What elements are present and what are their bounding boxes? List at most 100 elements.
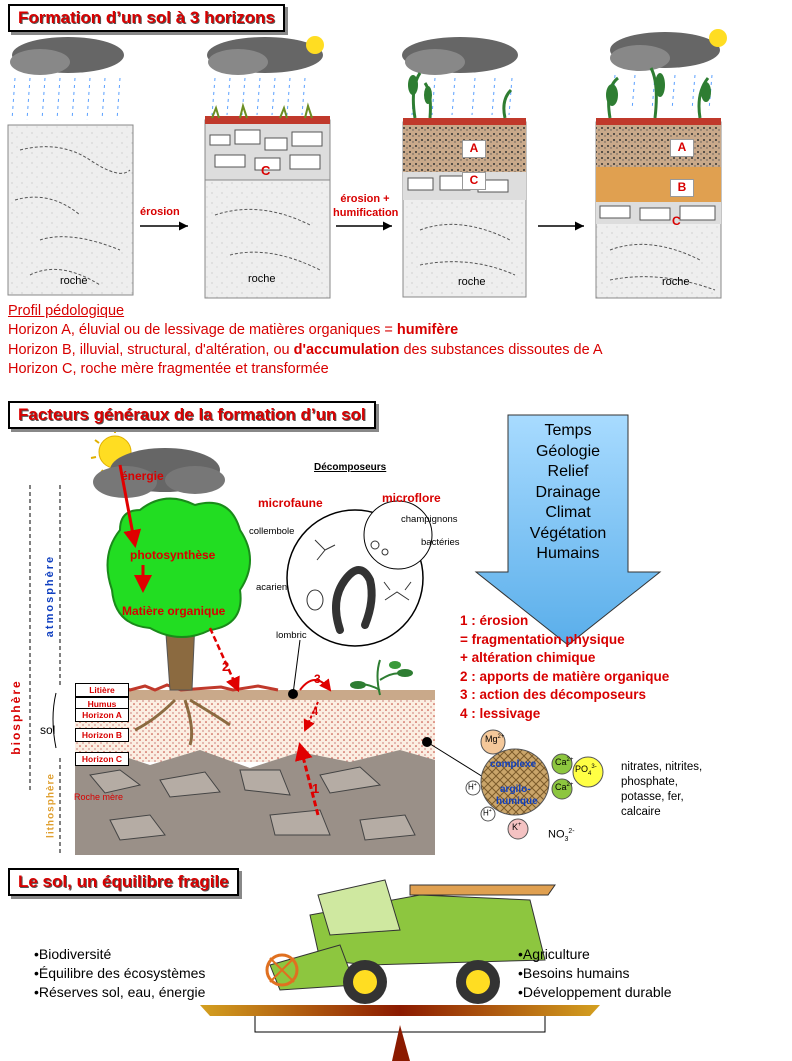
section3-title: Le sol, un équilibre fragile xyxy=(8,868,239,896)
panel-1 xyxy=(7,37,134,296)
ion-ca-1-sup: 2+ xyxy=(566,757,574,763)
factor-temps: Temps xyxy=(544,422,592,439)
legend-line-6: 4 : lessivage xyxy=(460,705,541,721)
ion-ca-2: Ca2+ xyxy=(555,782,573,792)
decomposer-link xyxy=(292,639,301,695)
harvester xyxy=(265,879,556,1004)
photosynthesis-label: photosynthèse xyxy=(130,548,216,562)
panel4-a-label: A xyxy=(670,139,694,157)
nutrient-line-3: potasse, fer, xyxy=(621,791,684,803)
legend-line-5: 3 : action des décomposeurs xyxy=(460,687,647,702)
ion-k: K+ xyxy=(512,822,522,832)
profile-line-a-text: Horizon A, éluvial ou de lessivage de ma… xyxy=(8,322,397,338)
champignons-label: champignons xyxy=(401,514,458,525)
panel1-roche-label: roche xyxy=(60,275,88,287)
horizon-tag-b: Horizon B xyxy=(75,728,129,742)
factor-vegetation: Végétation xyxy=(529,524,607,542)
panel3-c-label: C xyxy=(462,172,486,190)
balance-right-2: •Besoins humains xyxy=(518,965,630,981)
process-2-label: 2 xyxy=(222,659,230,674)
factor-humains: Humains xyxy=(536,545,600,562)
factor-drainage: Drainage xyxy=(535,483,601,501)
collembole-label: collembole xyxy=(249,526,295,537)
ion-po4-sub: 4 xyxy=(588,770,592,777)
bacteries-label: bactéries xyxy=(421,537,460,548)
ion-no3-sub: 3 xyxy=(564,835,569,843)
ion-h-2: H+ xyxy=(483,808,492,818)
ion-mg: Mg2+ xyxy=(485,734,504,744)
arrow-2 xyxy=(208,627,240,693)
arrow-4 xyxy=(303,701,319,732)
profile-line-c: Horizon C, roche mère fragmentée et tran… xyxy=(8,361,329,377)
process-3-label: 3 xyxy=(314,672,321,686)
process-4-label: 4 xyxy=(312,706,319,718)
organic-matter-label: Matière organique xyxy=(122,604,226,618)
ion-h-1-text: H xyxy=(468,782,474,792)
nutrient-line-4: calcaire xyxy=(621,806,661,818)
ion-ca-1-text: Ca xyxy=(555,757,567,767)
biosphere-label: biosphère xyxy=(9,679,23,755)
profile-line-b-bold: d'accumulation xyxy=(293,342,400,358)
factor-geologie: Géologie xyxy=(535,442,601,460)
section2-title: Facteurs généraux de la formation d’un s… xyxy=(8,401,376,429)
ion-po4-text: PO xyxy=(575,764,589,774)
panel3-a-label: A xyxy=(462,140,486,158)
small-plant xyxy=(350,659,413,696)
panel2-roche-label: roche xyxy=(248,273,276,285)
erosion-humification-label: érosion + humification xyxy=(333,192,398,220)
energy-arrow xyxy=(118,464,142,548)
atmosphere-label: atmosphère xyxy=(44,554,56,638)
sol-brace xyxy=(52,692,57,749)
panel-4 xyxy=(595,29,727,299)
profile-line-b: Horizon B, illuvial, structural, d'altér… xyxy=(8,342,603,358)
complex-link xyxy=(426,741,489,781)
factors-list: Temps Géologie Relief Drainage Climat Vé… xyxy=(508,421,628,565)
panel-3 xyxy=(402,37,527,298)
factor-climat: Climat xyxy=(545,504,591,521)
balance-right-1: •Agriculture xyxy=(518,946,590,962)
balance-left-3: •Réserves sol, eau, énergie xyxy=(34,984,206,1000)
ion-ca-2-text: Ca xyxy=(555,782,567,792)
sol-label: sol xyxy=(40,723,56,737)
ion-k-sup: + xyxy=(518,822,522,828)
balance-right-3: •Développement durable xyxy=(518,984,672,1000)
profile-line-b-post: des substances dissoutes de A xyxy=(399,342,603,358)
balance-right-list: •Agriculture •Besoins humains •Développe… xyxy=(518,945,672,1002)
profile-line-a: Horizon A, éluvial ou de lessivage de ma… xyxy=(8,322,458,338)
complex-label-1: complexe xyxy=(490,759,537,770)
legend-line-1: 1 : érosion xyxy=(460,613,529,628)
ion-h-2-sup: + xyxy=(488,808,492,814)
legend-line-2: = fragmentation physique xyxy=(460,631,625,647)
factor-relief: Relief xyxy=(547,463,589,480)
lithosphere-label: lithosphère xyxy=(45,773,57,838)
acarien-label: acarien xyxy=(256,582,288,593)
panel3-roche-label: roche xyxy=(458,276,486,288)
profile-line-b-text: Horizon B, illuvial, structural, d'altér… xyxy=(8,342,294,358)
microflore-label: microflore xyxy=(382,491,441,505)
profile-heading: Profil pédologique xyxy=(8,303,125,319)
lombric-label: lombric xyxy=(276,630,307,641)
energy-label: énergie xyxy=(121,469,164,483)
ion-h-1-sup: + xyxy=(473,782,477,788)
section1-title: Formation d’un sol à 3 horizons xyxy=(8,4,285,32)
process-1-label: 1 xyxy=(312,781,320,796)
microfaune-label: microfaune xyxy=(258,496,323,510)
horizon-tag-humus: Humus xyxy=(75,697,129,711)
arrow-1 xyxy=(295,742,320,816)
arrow-3 xyxy=(299,678,332,692)
decomposers-circle xyxy=(286,500,433,647)
ion-no3-sup: 2- xyxy=(568,828,575,835)
nutrients-list: nitrates, nitrites, phosphate, potasse, … xyxy=(621,760,702,820)
balance-scale xyxy=(200,1005,600,1061)
horizon-tag-c: Horizon C xyxy=(75,752,129,766)
ion-po4-sup: 3- xyxy=(591,764,597,770)
balance-left-1: •Biodiversité xyxy=(34,946,112,962)
panel2-c-label: C xyxy=(261,163,271,178)
panel4-c-label: C xyxy=(672,214,681,228)
decomposers-title: Décomposeurs xyxy=(314,462,387,473)
nutrient-line-1: nitrates, nitrites, xyxy=(621,761,703,773)
nutrient-line-2: phosphate, xyxy=(621,776,678,788)
soil-block xyxy=(75,683,435,855)
ion-no3: NO32- xyxy=(548,828,575,843)
